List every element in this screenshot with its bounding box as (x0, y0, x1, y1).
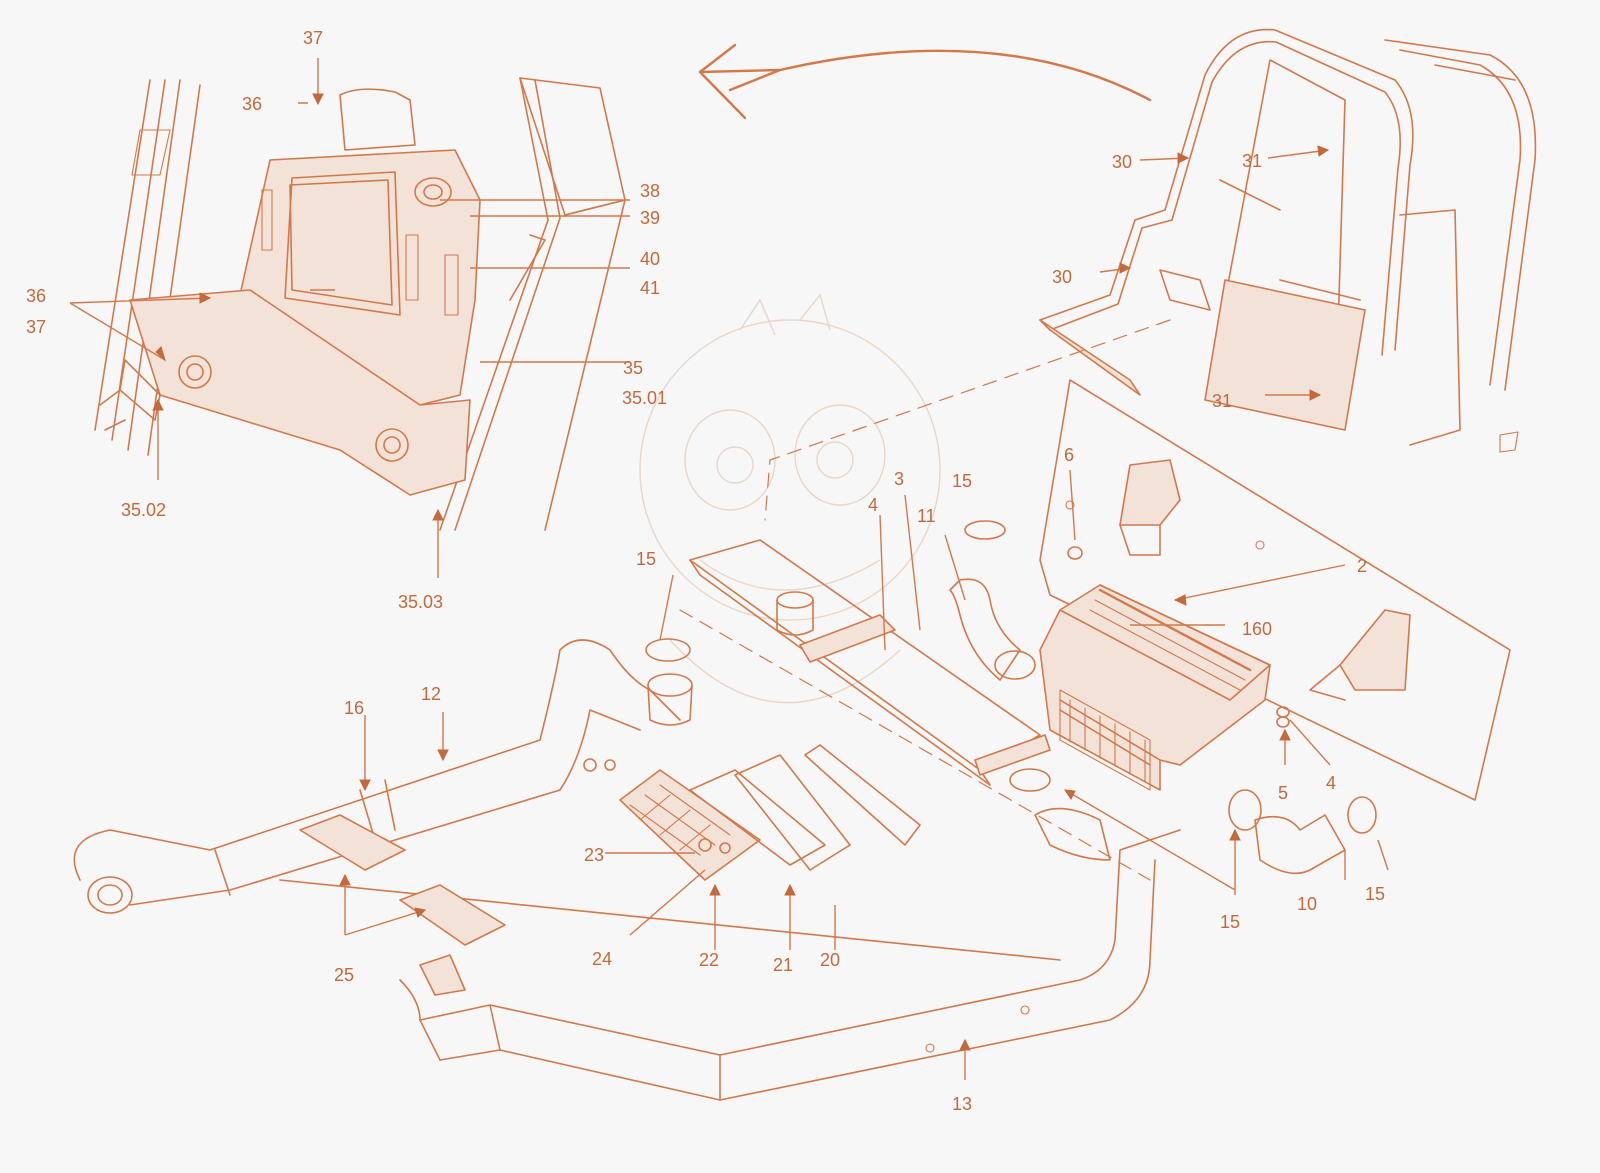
label-30-b: 30 (1052, 267, 1072, 287)
label-38: 38 (640, 181, 660, 201)
label-25: 25 (334, 965, 354, 985)
label-5: 5 (1278, 783, 1288, 803)
plates-25 (299, 814, 506, 996)
label-15-a: 15 (952, 471, 972, 491)
watermark-mascot (639, 293, 941, 704)
filters-20-24 (583, 744, 921, 881)
label-2: 2 (1357, 556, 1367, 576)
label-37-left: 37 (26, 317, 46, 337)
label-6: 6 (1064, 445, 1074, 465)
floor-tray (679, 539, 1151, 881)
label-39: 39 (640, 208, 660, 228)
label-31-b: 31 (1212, 391, 1232, 411)
label-15-d: 15 (1220, 912, 1240, 932)
label-16: 16 (344, 698, 364, 718)
label-35-02: 35.02 (121, 500, 166, 520)
label-21: 21 (773, 955, 793, 975)
label-41: 41 (640, 278, 660, 298)
hose-10 (1228, 789, 1377, 875)
clamp-15-left (645, 638, 693, 726)
label-35-01: 35.01 (622, 388, 667, 408)
label-160: 160 (1242, 619, 1272, 639)
leader-lines (69, 58, 1389, 1080)
label-3: 3 (894, 469, 904, 489)
nuts-4-5 (1067, 546, 1290, 728)
cab-rear-wall (1039, 28, 1537, 453)
label-35-03: 35.03 (398, 592, 443, 612)
cab-inset (94, 77, 626, 531)
label-15-c: 15 (1365, 884, 1385, 904)
label-23: 23 (584, 845, 604, 865)
label-37-top: 37 (303, 28, 323, 48)
duct-12-13 (73, 639, 1181, 1101)
label-11: 11 (917, 506, 936, 526)
label-36-left: 36 (26, 286, 46, 306)
label-40: 40 (640, 249, 660, 269)
label-15-b: 15 (636, 549, 656, 569)
label-24: 24 (592, 949, 612, 969)
label-10: 10 (1297, 894, 1317, 914)
label-20: 20 (820, 950, 840, 970)
part-labels: 37 36 38 39 40 41 36 37 35 35.01 35.02 3… (26, 28, 1385, 1114)
label-30-a: 30 (1112, 152, 1132, 172)
label-36-top: 36 (242, 94, 262, 114)
heater-box (1039, 584, 1271, 791)
label-35: 35 (623, 358, 643, 378)
label-4-b: 4 (1326, 773, 1336, 793)
label-12: 12 (421, 684, 441, 704)
transfer-arrow (698, 43, 1152, 120)
hose-11 (949, 520, 1036, 681)
label-22: 22 (699, 950, 719, 970)
label-13: 13 (952, 1094, 972, 1114)
label-4-a: 4 (868, 495, 878, 515)
label-31-a: 31 (1242, 151, 1262, 171)
leader-arrowheads (152, 93, 1330, 1051)
